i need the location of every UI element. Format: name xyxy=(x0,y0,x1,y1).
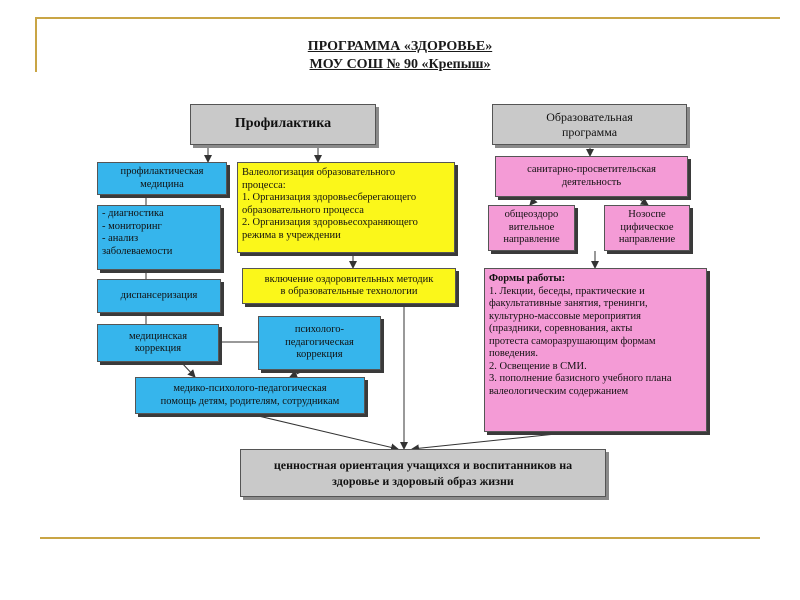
node-profilaktika: Профилактика xyxy=(190,104,376,145)
node-profil-medicina: профилактическая медицина xyxy=(97,162,227,195)
arrow-pomosh-to-final xyxy=(249,413,399,452)
node-med-psih-pomosh: медико-психолого-педагогическая помощь д… xyxy=(135,377,365,414)
node-valeologizaciya: Валеологизация образовательного процесса… xyxy=(237,162,455,253)
node-cennostnaya-orientaciya: ценностная ориентация учащихся и воспита… xyxy=(240,449,606,497)
node-vklyuchenie: включение оздоровительных методик в обра… xyxy=(242,268,456,304)
slide-bottom-rule xyxy=(40,537,760,539)
diagram-title-line1: ПРОГРАММА «ЗДОРОВЬЕ» xyxy=(307,39,493,54)
arrow-sanitar-to-obsh xyxy=(529,196,538,206)
arrow-medkor-to-pomosh xyxy=(180,361,196,378)
node-obraz-programma: Образовательная программа xyxy=(492,104,687,145)
node-dispanserizaciya: диспансеризация xyxy=(97,279,221,313)
node-psih-korrekciya: психолого- педагогическая коррекция xyxy=(258,316,381,370)
node-formy-raboty: Формы работы: 1. Лекции, беседы, практич… xyxy=(484,268,707,432)
slide-top-rule xyxy=(35,17,780,19)
node-med-korrekciya: медицинская коррекция xyxy=(97,324,219,362)
node-nozospec: Нозоспе цифическое направление xyxy=(604,205,690,251)
arrow-sanitar-to-nozo xyxy=(635,196,649,206)
arrow-psihkor-to-pomosh xyxy=(289,369,306,378)
node-obshcheozdor: общеоздоро вительное направление xyxy=(488,205,575,251)
slide-left-rule xyxy=(35,17,37,72)
formy-raboty-heading: Формы работы: xyxy=(489,273,566,284)
arrow-formy-to-final xyxy=(411,431,576,453)
node-sanitarno: санитарно-просветительская деятельность xyxy=(495,156,688,197)
node-diagnostika: - диагностика - мониторинг - анализ забо… xyxy=(97,205,221,270)
diagram-title-line2: МОУ СОШ № 90 «Крепыш» xyxy=(309,57,491,72)
